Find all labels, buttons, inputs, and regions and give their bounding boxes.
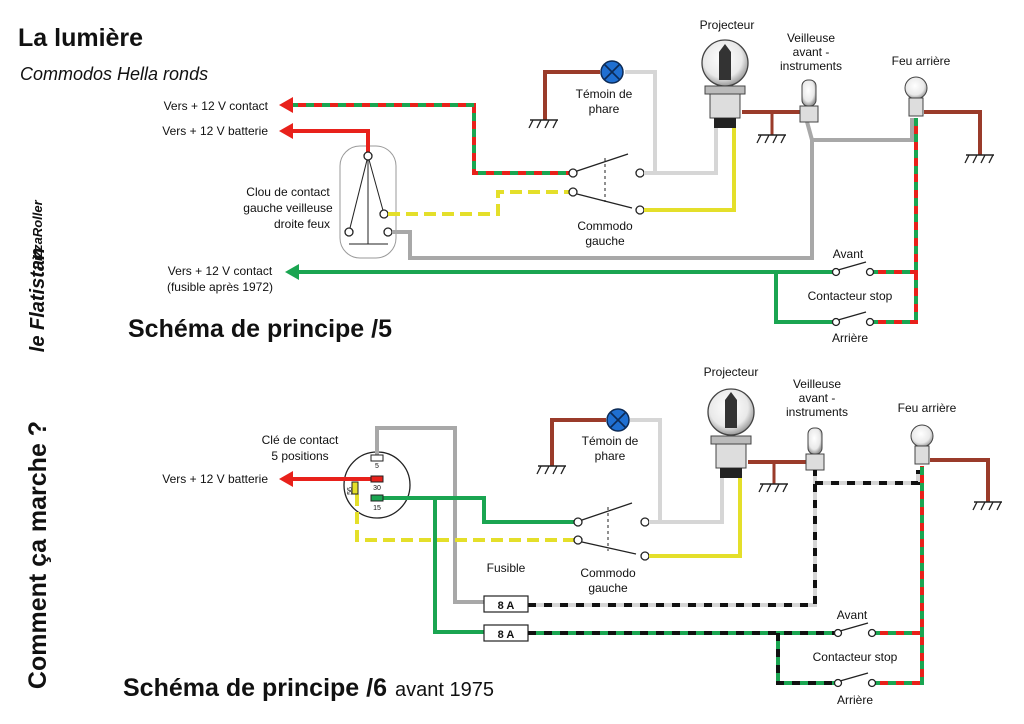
- label-arriere-1: Arrière: [832, 331, 868, 345]
- wire-yellow-dashed-2: [355, 494, 578, 542]
- fuse-1: [483, 595, 529, 613]
- page-subtitle: Commodos Hella ronds: [20, 64, 208, 84]
- label-clou-2: gauche veilleuse: [243, 201, 333, 215]
- svg-text:Comment ça marche ?: Comment ça marche ?: [24, 421, 52, 689]
- label-vers-batterie-1: Vers + 12 V batterie: [162, 124, 268, 138]
- arrow-battery-1: [279, 123, 293, 139]
- ground-icon: [528, 119, 558, 129]
- diagram-2: 5 30 15 56: [123, 365, 1002, 707]
- wire-gray-key-5: [375, 426, 484, 604]
- label-avant-1: Avant: [833, 247, 864, 261]
- ground-icon: [536, 465, 566, 475]
- label-temoin-2: phare: [589, 102, 620, 116]
- label-veilleuse-2c: instruments: [786, 405, 848, 419]
- wire-battery-1: [292, 129, 370, 156]
- rear-light-bulb-icon: [904, 76, 928, 117]
- label-veilleuse-1: Veilleuse: [787, 31, 835, 45]
- sidelight-bulb-icon: [805, 427, 825, 471]
- label-vers-contact-fuse-1: Vers + 12 V contact: [168, 264, 273, 278]
- ground-icon: [964, 154, 994, 164]
- label-feu-arriere-2: Feu arrière: [898, 401, 957, 415]
- wire-brown-feu-2: [930, 458, 990, 502]
- label-clou-3: droite feux: [274, 217, 330, 231]
- label-veilleuse-3: instruments: [780, 59, 842, 73]
- flatistan-logo: le Flatistan: [27, 248, 49, 352]
- wire-yellow-projecteur-2: [649, 478, 742, 558]
- fuse-1-label: 8 A: [498, 600, 515, 612]
- label-commodo-2: gauche: [585, 234, 625, 248]
- headlight-bulb-icon: [707, 388, 755, 478]
- sidelight-bulb-icon: [799, 79, 819, 123]
- label-cle-1: Clé de contact: [262, 433, 339, 447]
- wire-lightgray-projecteur-1: [644, 125, 718, 175]
- vertical-title: Comment ça marche ?: [24, 421, 52, 689]
- wire-green-15: [380, 496, 578, 524]
- wire-yellow-projecteur-1: [644, 125, 736, 212]
- wire-brown-feu-1: [924, 110, 982, 155]
- label-contacteur-stop-2: Contacteur stop: [813, 650, 898, 664]
- diagram-2-title: Schéma de principe /6 avant 1975: [123, 674, 494, 702]
- label-feu-arriere-1: Feu arrière: [892, 54, 951, 68]
- diagram-1-title: Schéma de principe /5: [128, 315, 392, 343]
- label-projecteur-2: Projecteur: [704, 365, 759, 379]
- fuse-2-label: 8 A: [498, 629, 515, 641]
- label-vers-batterie-2: Vers + 12 V batterie: [162, 472, 268, 486]
- key-terminal-56: 56: [347, 487, 354, 495]
- headlight-bulb-icon: [701, 39, 749, 128]
- wire-lightgray-projecteur-2: [649, 478, 724, 524]
- label-commodo-2b: gauche: [588, 581, 628, 595]
- label-veilleuse-2a: Veilleuse: [793, 377, 841, 391]
- wire-contact-1: [290, 103, 573, 175]
- label-commodo-1: Commodo: [577, 219, 633, 233]
- diagram-2-title-main: Schéma de principe /6: [123, 674, 387, 702]
- diagram-1: Vers + 12 V contact Vers + 12 V batterie…: [128, 18, 994, 345]
- rear-light-bulb-icon: [910, 424, 934, 465]
- label-veilleuse-2b: avant -: [799, 391, 836, 405]
- diagram-2-title-suffix: avant 1975: [395, 679, 494, 701]
- label-contacteur-stop-1: Contacteur stop: [808, 289, 893, 303]
- wire-gray-veilleuse-1: [392, 117, 814, 260]
- ground-icon: [756, 134, 786, 144]
- svg-text:PizzaRoller: PizzaRoller: [30, 199, 45, 269]
- label-temoin-1: Témoin de: [576, 87, 633, 101]
- arrow-contact-fuse-1: [285, 264, 299, 280]
- page-title: La lumière: [18, 24, 143, 52]
- wire-brown-temoin-2: [550, 418, 606, 466]
- wire-gray-feu-1: [812, 118, 914, 142]
- key-terminal-5: 5: [375, 463, 379, 470]
- label-vers-contact-1: Vers + 12 V contact: [164, 99, 269, 113]
- label-arriere-2: Arrière: [837, 693, 873, 707]
- arrow-battery-2: [279, 471, 293, 487]
- ground-icon: [972, 501, 1002, 511]
- ground-icon: [758, 483, 788, 493]
- label-temoin-2a: Témoin de: [582, 434, 639, 448]
- label-cle-2: 5 positions: [271, 449, 328, 463]
- label-temoin-2b: phare: [595, 449, 626, 463]
- pizzaroller-logo: PizzaRoller: [30, 199, 45, 269]
- label-avant-2: Avant: [837, 608, 868, 622]
- svg-text:le Flatistan: le Flatistan: [27, 248, 49, 352]
- label-commodo-2a: Commodo: [580, 566, 636, 580]
- label-fusible: Fusible: [487, 561, 526, 575]
- label-veilleuse-2: avant -: [793, 45, 830, 59]
- label-vers-contact-fuse-2: (fusible après 1972): [167, 280, 273, 294]
- key-terminal-15: 15: [373, 505, 381, 512]
- arrow-contact-1: [279, 97, 293, 113]
- wire-green-fuse-2: [433, 498, 484, 634]
- label-clou-1: Clou de contact: [246, 185, 330, 199]
- wire-yellow-dashed-1: [388, 190, 573, 216]
- key-terminal-30: 30: [373, 485, 381, 492]
- wire-gray-black-veilleuse: [528, 470, 817, 607]
- wire-brown-temoin-1: [543, 70, 600, 120]
- label-projecteur-1: Projecteur: [700, 18, 755, 32]
